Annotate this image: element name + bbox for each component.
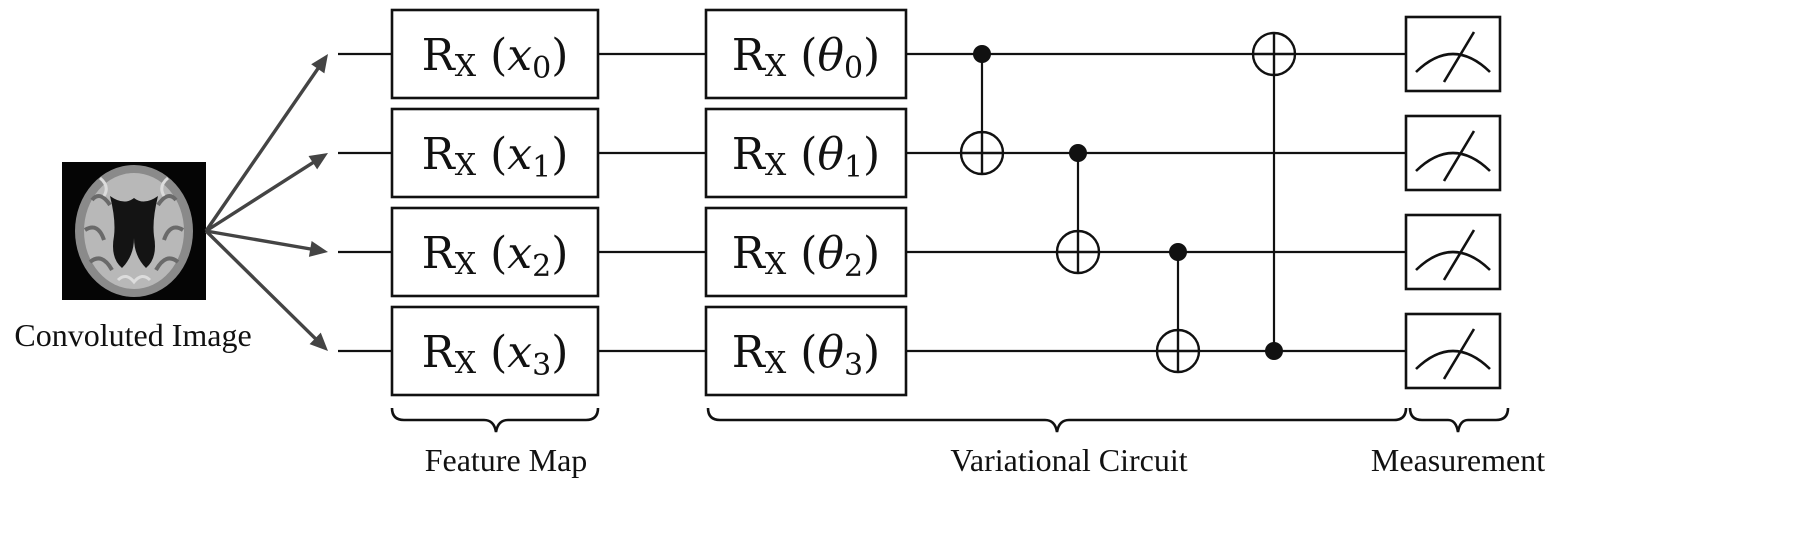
variational-gate-label: RX (θ1) (732, 129, 880, 185)
feature-gate-label: RX (x1) (422, 129, 569, 185)
arrow-line (205, 159, 318, 233)
meter-needle (1442, 31, 1476, 83)
feature-map-gates: RX (x0) RX (x1) RX (x2) RX (x3) (390, 8, 600, 397)
arrow-line (204, 229, 320, 343)
measurement-meter-icon (1404, 15, 1502, 93)
measurement-meters (1404, 15, 1502, 390)
arrow-head (311, 54, 328, 74)
cnot-control-dot (1265, 342, 1283, 360)
feature-gate-label: RX (x0) (422, 30, 569, 86)
measurement-meter-icon (1404, 213, 1502, 291)
meter-needle (1442, 328, 1476, 380)
variational-gate-label: RX (θ0) (732, 30, 880, 86)
meter-needle (1442, 130, 1476, 182)
feature-gate-box (390, 107, 600, 199)
meter-needle (1442, 229, 1476, 281)
arrow-line (205, 229, 315, 252)
meter-arc (1415, 151, 1491, 172)
variational-circuit-label: Variational Circuit (950, 442, 1187, 478)
measurement-label: Measurement (1371, 442, 1545, 478)
feature-map-label: Feature Map (425, 442, 588, 478)
input-caption: Convoluted Image (14, 317, 251, 353)
variational-gate-label: RX (θ2) (732, 228, 880, 284)
variational-gate-box (704, 305, 908, 397)
feature-gate-label: RX (x2) (422, 228, 569, 284)
arrow-line (204, 64, 322, 232)
cnot-control-dot (973, 45, 991, 63)
variational-gates: RX (θ0) RX (θ1) RX (θ2) RX (θ3) (704, 8, 908, 397)
variational-gate-label: RX (θ3) (732, 327, 880, 383)
feature-gate-box (390, 8, 600, 100)
variational-gate-box (704, 206, 908, 298)
feature-map-brace (390, 407, 600, 433)
convoluted-image (62, 162, 206, 300)
arrow-head (308, 241, 328, 257)
measurement-brace (1408, 407, 1510, 433)
cnot-layer (959, 31, 1297, 374)
feature-gate-label: RX (x3) (422, 327, 569, 383)
variational-circuit-brace (706, 407, 1408, 433)
meter-arc (1415, 349, 1491, 370)
feature-gate-box (390, 305, 600, 397)
meter-arc (1415, 250, 1491, 271)
cnot-control-dot (1169, 243, 1187, 261)
input-arrows (204, 54, 328, 351)
feature-gate-box (390, 206, 600, 298)
arrow-head (309, 332, 328, 351)
variational-gate-box (704, 8, 908, 100)
section-braces (390, 407, 1510, 433)
cnot-control-dot (1069, 144, 1087, 162)
variational-gate-box (704, 107, 908, 199)
meter-arc (1415, 52, 1491, 73)
arrow-head (308, 153, 328, 170)
